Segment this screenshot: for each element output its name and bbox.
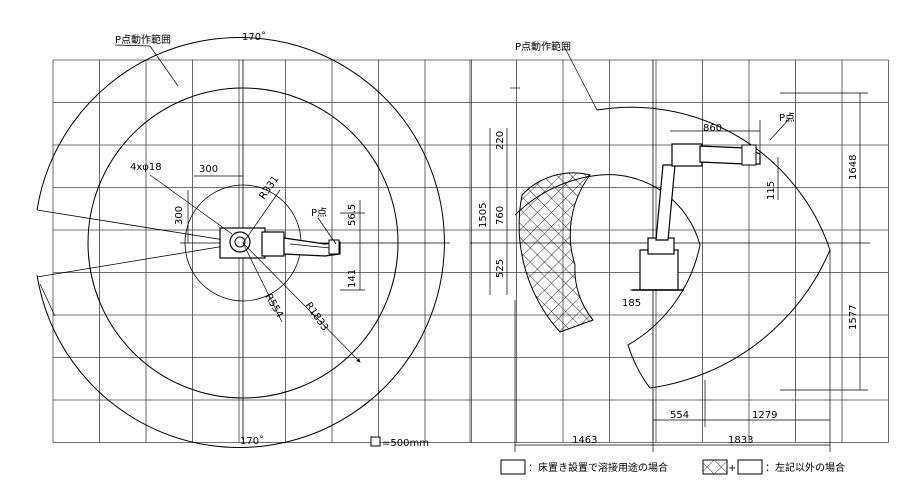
right-dim-1463: 1463 <box>572 435 597 446</box>
left-dim-300-h: 300 <box>199 164 218 175</box>
right-p-point: P点 <box>779 112 795 124</box>
right-hatched-region <box>518 172 594 333</box>
right-dim-1505: 1505 <box>478 203 489 228</box>
right-dim-1648: 1648 <box>848 155 859 180</box>
right-dim-115: 115 <box>766 181 777 200</box>
left-outer-range-arc <box>36 37 445 448</box>
left-wedge-bottom-line <box>36 242 244 278</box>
left-r554-leader <box>242 242 283 323</box>
right-dim-185: 185 <box>622 298 641 309</box>
left-dim-300-v: 300 <box>174 206 185 225</box>
right-dim-554: 554 <box>670 410 689 421</box>
left-top-view <box>36 37 472 448</box>
right-dim-760: 760 <box>495 206 506 225</box>
left-angle-bottom: 170˚ <box>240 435 264 447</box>
legend-plus: + <box>728 463 736 474</box>
left-holes-leader <box>149 174 233 235</box>
legend-plain-swatch-2 <box>737 459 763 475</box>
left-robot-body <box>219 227 341 259</box>
left-r1833: R1833 <box>303 300 331 333</box>
right-dim-1577: 1577 <box>848 305 859 330</box>
legend-hatched-swatch <box>702 459 728 475</box>
scale-label: =500mm <box>382 438 429 449</box>
left-wedge-top-line <box>36 209 244 244</box>
left-wedge-arrow <box>39 283 56 317</box>
left-range-label: P点動作範囲 <box>115 33 171 46</box>
right-dim-525: 525 <box>495 259 506 278</box>
right-outer-range <box>514 106 831 389</box>
left-r1833-leader <box>242 242 361 363</box>
legend-floor-welding: ：床置き設置で溶接用途の場合 <box>528 461 668 474</box>
legend-other: ：左記以外の場合 <box>765 461 845 474</box>
right-dim-1279: 1279 <box>752 410 777 421</box>
left-holes-label: 4xφ18 <box>130 162 162 173</box>
left-range-label-leader <box>149 45 179 87</box>
left-dim-141: 141 <box>347 269 358 288</box>
left-range-label-underline <box>114 44 151 47</box>
right-side-view <box>469 47 889 452</box>
right-range-label: P点動作範囲 <box>515 40 571 53</box>
scale-square <box>370 436 381 447</box>
right-dim-220: 220 <box>495 131 506 150</box>
left-dim-56-5: 56.5 <box>347 204 358 226</box>
left-p-point: P点 <box>311 207 327 219</box>
right-dim-860: 860 <box>703 123 722 134</box>
left-r331-leader <box>242 189 281 244</box>
left-angle-top: 170˚ <box>242 31 266 43</box>
legend <box>500 459 763 475</box>
right-dim-1833: 1833 <box>728 435 753 446</box>
left-p-point-leader <box>317 217 337 245</box>
right-p-point-leader <box>769 117 791 141</box>
left-grid <box>52 59 472 443</box>
right-robot-arm <box>632 143 761 291</box>
legend-plain-swatch <box>500 459 526 475</box>
right-range-label-leader <box>564 47 598 111</box>
left-r554: R554 <box>262 292 285 320</box>
